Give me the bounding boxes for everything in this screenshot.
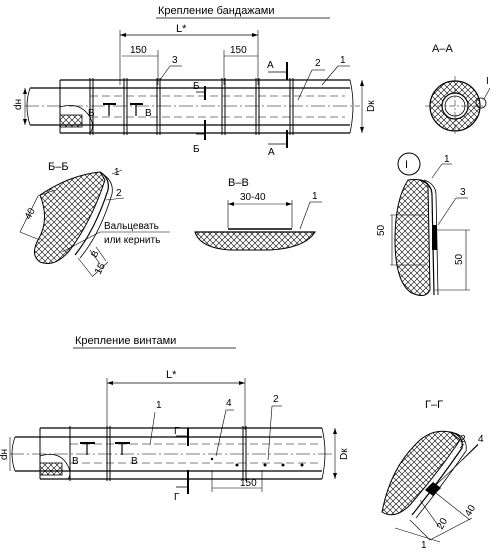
dim-dk-top: Dк [366,100,377,112]
label-1-vv: 1 [312,191,318,202]
dim-dn-top: dн [13,99,24,110]
dim-dn-bottom: dн [0,449,10,460]
label-1-bottom: 1 [156,400,162,411]
dim-l-star-bottom: L* [166,369,177,381]
dim-150-b: 150 [230,45,247,56]
mark-b-top: Б [193,81,200,92]
dim-40-gg: 40 [463,503,478,519]
dim-30-40: 30-40 [240,192,266,203]
label-3-detail: 3 [460,187,466,198]
mark-a-bottom: А [268,147,275,158]
section-gg-drawing [381,430,479,543]
label-1-gg: 1 [421,540,427,551]
label-2-bb: 2 [116,188,122,199]
detail-i-drawing [390,152,470,296]
section-gg-title: Г–Г [425,399,443,411]
detail-i-title: I [405,159,408,171]
title-bands: Крепление бандажами [158,5,275,17]
label-2-top: 2 [315,58,321,69]
label-3-top: 3 [172,55,178,66]
section-bb-drawing [19,169,170,278]
dim-150-c: 150 [240,478,257,489]
mark-b-bottom: Б [193,144,200,155]
mark-v-left: В [88,108,95,119]
note-roll: Вальцевать [104,221,159,232]
screw-assembly-view [9,378,337,494]
detail-ref-aa: I [486,76,489,87]
section-aa-title: А–А [432,43,453,55]
label-4-gg: 4 [478,434,484,445]
mark-g-top: Г [174,426,180,437]
band-assembly-view [23,30,364,148]
mark-v-bb: В [89,249,101,259]
mark-v-right-bottom: В [131,456,138,467]
label-4-bottom: 4 [226,398,232,409]
section-vv-drawing [194,200,322,251]
dim-20-gg: 20 [435,516,450,532]
dim-15-bb: 15 [93,261,108,276]
label-1-detail: 1 [444,154,450,165]
dim-l-star-top: L* [176,23,187,35]
dim-dk-bottom: Dк [339,448,350,460]
mark-g-bottom: Г [174,492,180,503]
label-2-bottom: 2 [273,394,279,405]
mark-a-top: А [267,60,274,71]
note-punch: или кернить [104,235,160,246]
dim-50-b: 50 [454,253,465,265]
dim-150-a: 150 [130,45,147,56]
section-vv-title: В–В [228,177,249,189]
section-aa-drawing [425,76,491,136]
mark-v-left-bottom: В [72,456,79,467]
label-1-bb: 1 [114,167,120,178]
dim-50-a: 50 [376,224,387,236]
section-bb-title: Б–Б [48,161,69,173]
dim-40-bb: 40 [23,206,38,221]
label-1-top: 1 [340,55,346,66]
mark-v-right: В [145,108,152,119]
title-screws: Крепление винтами [75,335,176,347]
label-2-gg: 2 [460,434,466,445]
